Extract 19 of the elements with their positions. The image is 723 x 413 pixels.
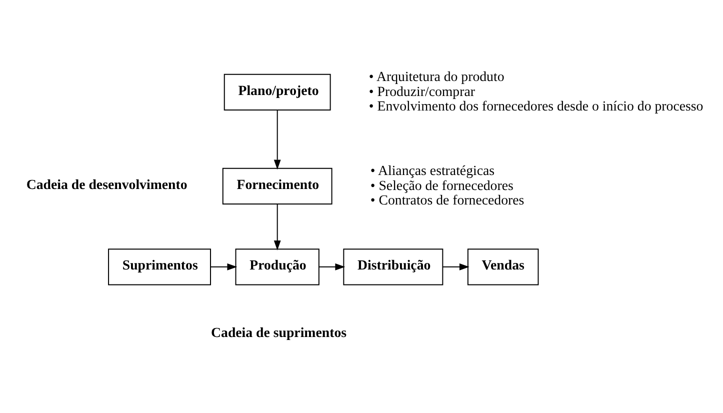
- arrow: [210, 263, 238, 270]
- node-box: Distribuição: [343, 248, 444, 286]
- node-label: • Produzir/comprar: [368, 84, 476, 99]
- node-label: • Arquitetura do produto: [368, 68, 504, 84]
- arrow: [274, 204, 281, 250]
- label: Cadeia de desenvolvimento: [26, 176, 188, 192]
- node-box: Vendas: [467, 248, 539, 286]
- node-box: Produção: [235, 248, 320, 286]
- node-box: Suprimentos: [108, 248, 211, 286]
- node-label: • Envolvimento dos fornecedores desde o início do processo: [368, 98, 704, 114]
- label: Cadeia de suprimentos: [211, 324, 347, 340]
- arrow: [318, 263, 346, 270]
- node-label: • Alianças estratégicas: [370, 163, 495, 178]
- node-box: Plano/projeto: [224, 74, 331, 110]
- node-label: • Seleção de fornecedores: [370, 178, 514, 193]
- node-label: • Contratos de fornecedores: [370, 192, 524, 208]
- arrow: [442, 263, 470, 270]
- node-box: Fornecimento: [222, 168, 332, 205]
- arrow: [274, 110, 281, 170]
